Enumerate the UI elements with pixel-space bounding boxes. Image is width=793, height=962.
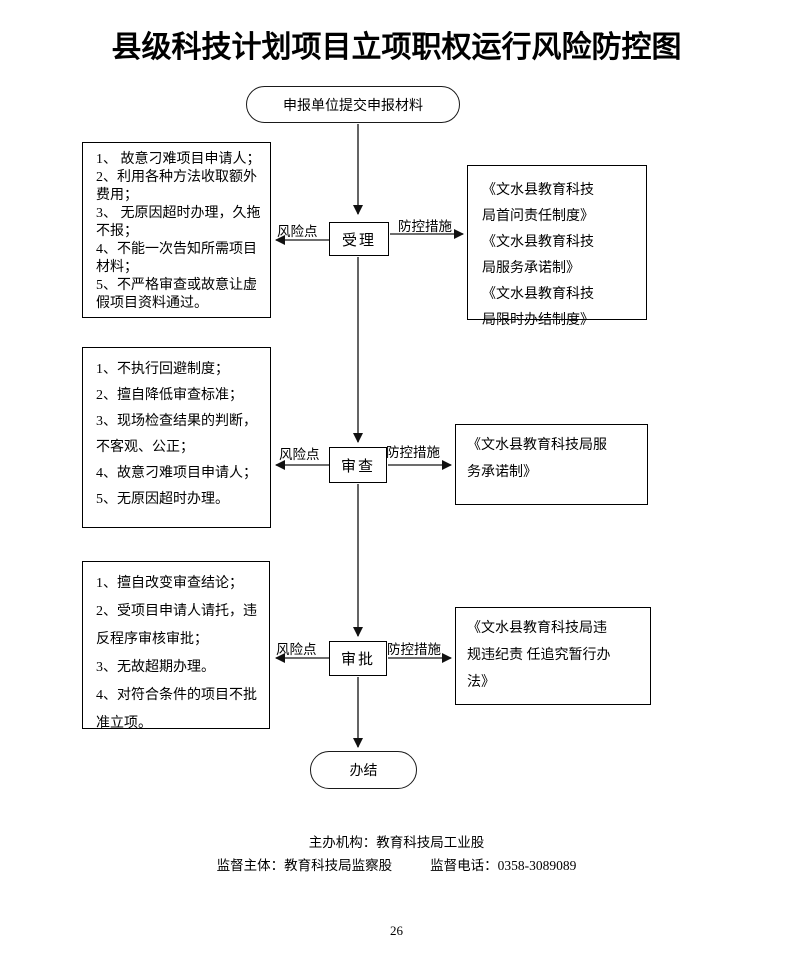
- risk-item: 4、故意刁难项目申请人；: [96, 466, 257, 481]
- end-node-label: 办结: [349, 764, 378, 779]
- control-measure-label-1: 防控措施: [398, 219, 452, 234]
- process-node-shenpi: 审批: [329, 641, 387, 676]
- control-measure-label-2: 防控措施: [386, 445, 440, 460]
- control-document: 《文水县教育科技局违规违纪责 任追究暂行办法》: [467, 621, 611, 690]
- process-node-label: 审批: [340, 652, 375, 668]
- control-measure-label-3: 防控措施: [387, 642, 441, 657]
- risk-item: 4、不能一次告知所需项目材料；: [96, 242, 257, 275]
- page-title: 县级科技计划项目立项职权运行风险防控图: [111, 31, 682, 64]
- control-document: 《文水县教育科技局限时办结制度》: [482, 287, 594, 328]
- process-node-label: 受理: [341, 232, 376, 249]
- page-number: 26: [390, 923, 403, 938]
- footer-organizer: 主办机构：教育科技局工业股: [308, 835, 485, 850]
- risk-item: 1、不执行回避制度；: [96, 362, 229, 377]
- footer-supervisor: 监督主体：教育科技局监察股: [216, 858, 393, 873]
- start-node: 申报单位提交申报材料: [246, 86, 460, 123]
- process-node-shouli: 受理: [329, 222, 389, 256]
- footer-supervision-line: 监督主体：教育科技局监察股 监督电话：0358-3089089: [0, 854, 793, 874]
- risk-item: 2、受项目申请人请托，违反程序审核审批；: [96, 604, 257, 647]
- risk-item: 5、不严格审查或故意让虚假项目资料通过。: [96, 278, 257, 311]
- risk-point-label-1: 风险点: [277, 224, 318, 239]
- risk-point-label-3: 风险点: [276, 642, 317, 657]
- risk-box-shenpi: 1、擅自改变审查结论； 2、受项目申请人请托，违反程序审核审批； 3、无故超期办…: [82, 561, 270, 731]
- control-document: 《文水县教育科技局服务承诺制》: [482, 235, 594, 276]
- risk-item: 4、对符合条件的项目不批准立项。: [96, 688, 257, 731]
- risk-item: 3、 无原因超时办理，久拖不报；: [96, 206, 261, 239]
- risk-item: 5、无原因超时办理。: [96, 492, 229, 507]
- process-node-label: 审查: [340, 458, 375, 475]
- start-node-label: 申报单位提交申报材料: [283, 98, 423, 114]
- control-document: 《文水县教育科技局首问责任制度》: [482, 183, 594, 224]
- risk-box-shouli: 1、 故意刁难项目申请人； 2、利用各种方法收取额外费用； 3、 无原因超时办理…: [82, 142, 271, 318]
- process-node-shencha: 审查: [329, 447, 387, 483]
- risk-box-shencha: 1、不执行回避制度； 2、擅自降低审查标准； 3、现场检查结果的判断，不客观、公…: [82, 347, 271, 528]
- footer-phone: 监督电话：0358-3089089: [430, 858, 577, 873]
- end-node: 办结: [310, 751, 417, 789]
- risk-item: 3、无故超期办理。: [96, 660, 215, 675]
- risk-item: 2、擅自降低审查标准；: [96, 388, 243, 403]
- control-document: 《文水县教育科技局服务承诺制》: [467, 438, 607, 480]
- risk-item: 1、 故意刁难项目申请人；: [96, 152, 261, 167]
- risk-item: 1、擅自改变审查结论；: [96, 576, 243, 591]
- risk-item: 2、利用各种方法收取额外费用；: [96, 170, 257, 203]
- control-box-shencha: 《文水县教育科技局服务承诺制》: [455, 424, 648, 505]
- risk-item: 3、现场检查结果的判断，不客观、公正；: [96, 414, 257, 455]
- control-box-shouli: 《文水县教育科技局首问责任制度》 《文水县教育科技局服务承诺制》 《文水县教育科…: [467, 165, 647, 328]
- risk-point-label-2: 风险点: [279, 447, 320, 462]
- control-box-shenpi: 《文水县教育科技局违规违纪责 任追究暂行办法》: [455, 607, 651, 705]
